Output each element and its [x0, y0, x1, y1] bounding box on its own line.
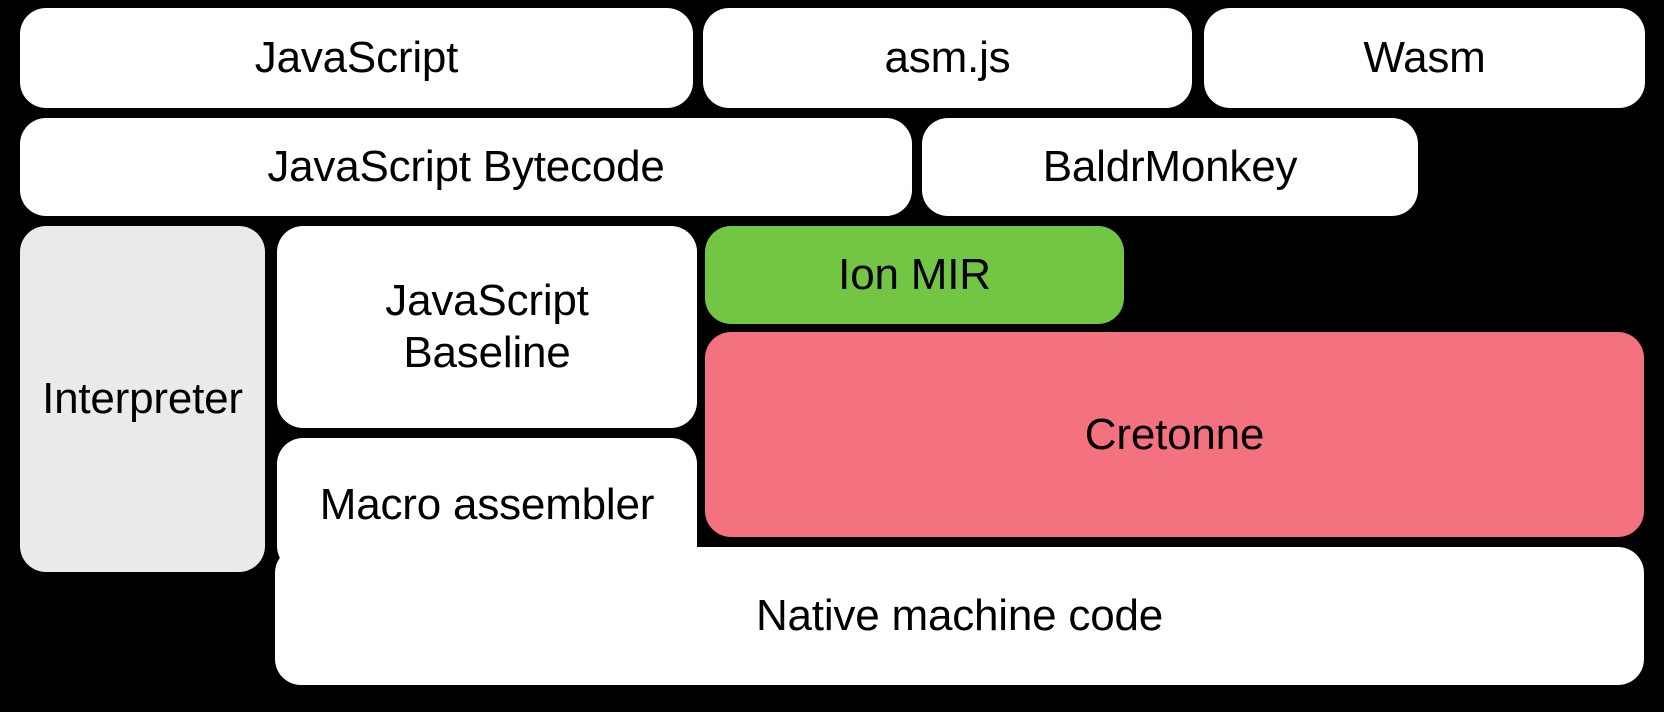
node-interpreter: Interpreter	[20, 226, 265, 572]
node-wasm: Wasm	[1204, 8, 1645, 108]
node-javascript: JavaScript	[20, 8, 693, 108]
node-cretonne: Cretonne	[705, 332, 1644, 537]
node-asm-js: asm.js	[703, 8, 1192, 108]
node-baldrmonkey: BaldrMonkey	[922, 118, 1418, 216]
node-native-machine-code: Native machine code	[275, 547, 1644, 685]
node-javascript-baseline: JavaScript Baseline	[277, 226, 697, 428]
node-ion-mir: Ion MIR	[705, 226, 1124, 324]
node-javascript-bytecode: JavaScript Bytecode	[20, 118, 912, 216]
